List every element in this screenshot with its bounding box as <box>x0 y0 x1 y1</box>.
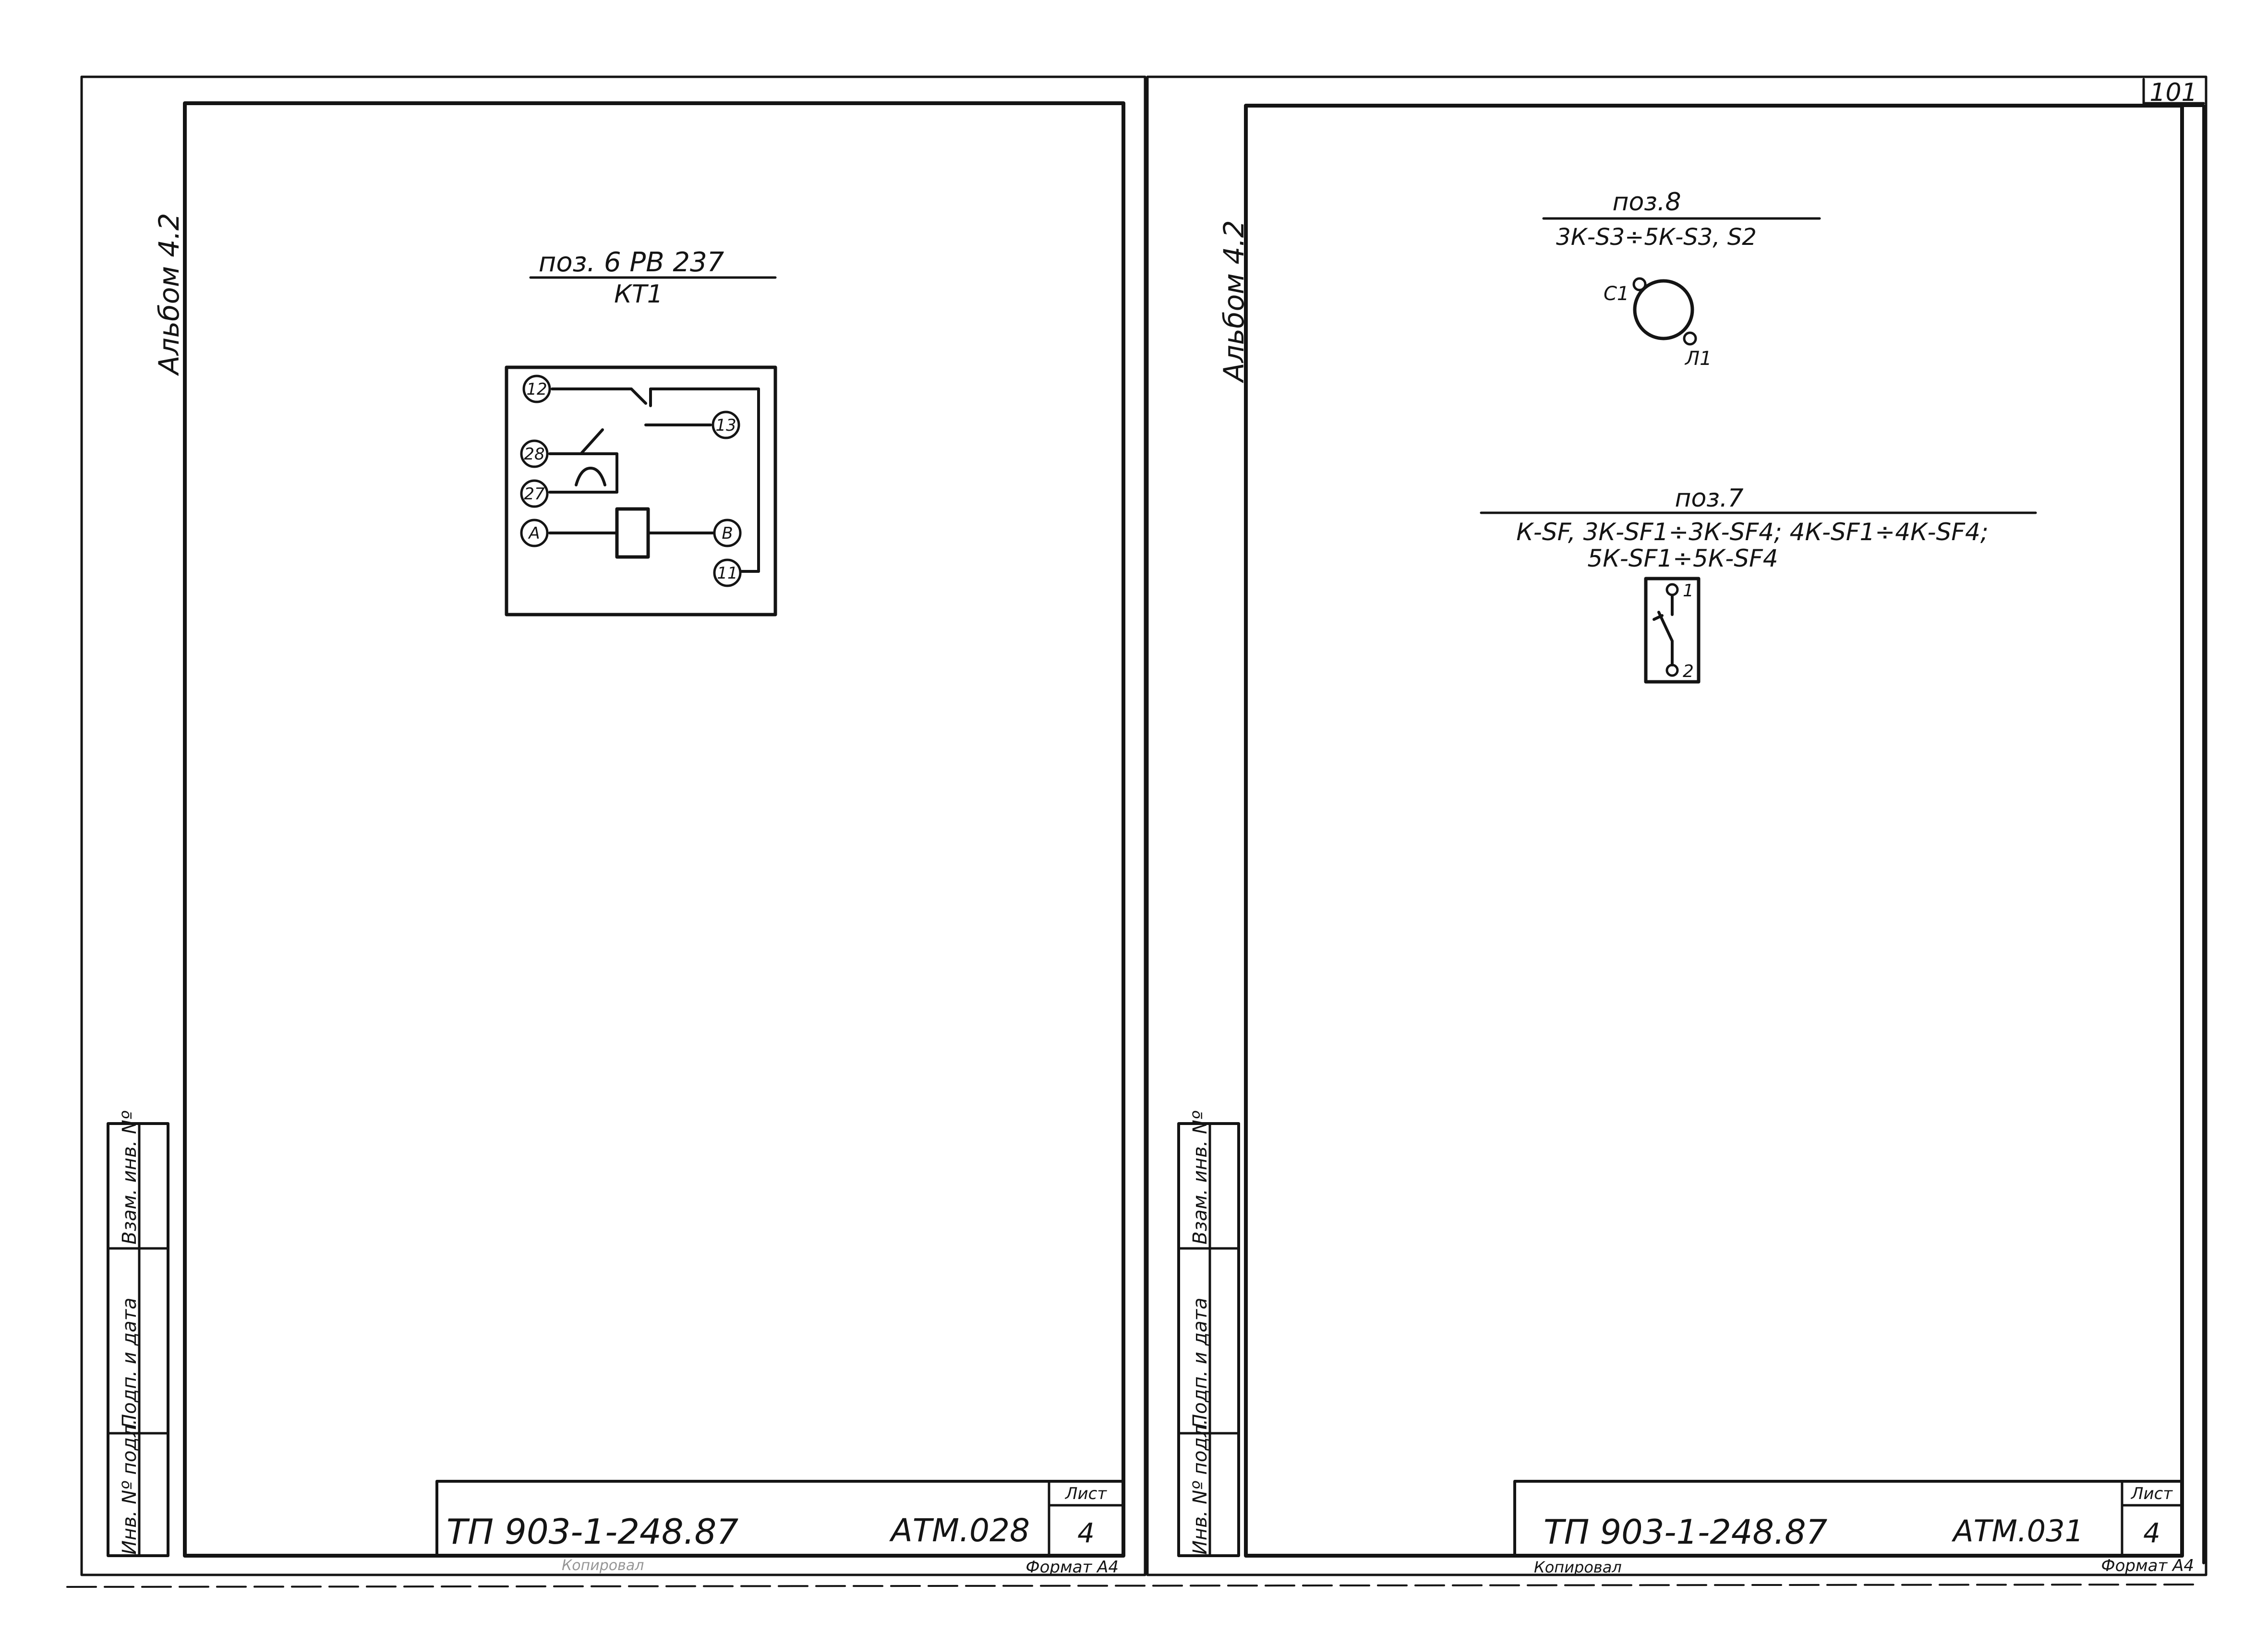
left-footer-left: Копировал <box>562 1557 644 1574</box>
relay-terminal-a: А <box>520 519 549 547</box>
left-sheet-no: 4 <box>1077 1518 1095 1549</box>
svg-text:В: В <box>722 524 733 543</box>
right-title-block: ТП 903-1-248.87 АТМ.031 Лист 4 Копировал… <box>1513 1480 2194 1576</box>
left-footer-right: Формат А4 <box>1025 1558 1119 1577</box>
breaker-terminal-2 <box>1665 664 1679 677</box>
relay-terminal-27: 27 <box>520 479 549 508</box>
item7-title: поз.7 <box>1675 484 1743 513</box>
right-stamp-col-2: Подп. и дата <box>1189 1298 1211 1428</box>
svg-text:28: 28 <box>524 445 544 464</box>
svg-text:12: 12 <box>526 380 547 399</box>
right-doc-code: ТП 903-1-248.87 <box>1544 1512 1827 1552</box>
svg-text:11: 11 <box>717 564 737 583</box>
relay-diagram: 12 13 28 27 А В <box>505 365 777 617</box>
selector-switch: С1 Л1 <box>1604 277 1712 370</box>
relay-box <box>505 365 777 617</box>
svg-text:27: 27 <box>524 484 545 504</box>
left-stamp-col-2: Подп. и дата <box>119 1298 141 1428</box>
item8-title: поз.8 <box>1612 188 1681 217</box>
left-item-title: поз. 6 РВ 237 <box>539 247 724 278</box>
svg-text:13: 13 <box>715 416 736 435</box>
right-stamp-col-3: Взам. инв. Nº <box>1189 1111 1211 1245</box>
left-stamp-col-3: Взам. инв. Nº <box>119 1111 141 1245</box>
item8-ref: 3К-S3÷5К-S3, S2 <box>1556 224 1757 251</box>
right-frame-edge <box>2181 104 2205 1564</box>
left-doc-code: ТП 903-1-248.87 <box>446 1512 738 1552</box>
switch-terminal-c1 <box>1632 277 1647 291</box>
left-item-ref: КТ1 <box>614 280 663 309</box>
right-sheet-label: Лист <box>2130 1484 2173 1503</box>
right-sheet-code: АТМ.031 <box>1951 1513 2084 1548</box>
left-inner-frame <box>183 101 1125 1558</box>
right-side-stamp: Инв. Nº подл. Подп. и дата Взам. инв. Nº <box>1177 1111 1240 1557</box>
relay-terminal-13: 13 <box>712 411 740 439</box>
breaker-terminal-1 <box>1665 583 1679 596</box>
breaker-label-1: 1 <box>1683 581 1694 601</box>
right-outer-border <box>1146 75 2208 1576</box>
relay-coil <box>615 507 650 559</box>
left-title-block: ТП 903-1-248.87 АТМ.028 Лист 4 Копировал… <box>435 1480 1125 1577</box>
page-number: 101 <box>2149 78 2197 107</box>
item7-ref-line2: 5К-SF1÷5К-SF4 <box>1587 544 1778 572</box>
breaker-box <box>1644 577 1701 684</box>
item7-ref-line1: К-SF, 3К-SF1÷3К-SF4; 4К-SF1÷4К-SF4; <box>1516 518 1988 546</box>
breaker-label-2: 2 <box>1683 662 1694 681</box>
breaker-latch <box>1653 614 1664 621</box>
left-outer-border <box>80 75 1146 1576</box>
left-stamp-col-1: Инв. Nº подл. <box>119 1419 141 1555</box>
right-sheet-no: 4 <box>2143 1518 2160 1549</box>
page-number-box: 101 <box>2142 78 2205 107</box>
relay-terminal-11: 11 <box>713 558 742 587</box>
switch-label-c1: С1 <box>1604 283 1629 305</box>
scan-edge-line <box>66 1584 2202 1588</box>
relay-terminal-28: 28 <box>520 439 549 468</box>
relay-contact-arc <box>575 467 606 486</box>
switch-body <box>1633 279 1694 340</box>
svg-text:А: А <box>528 524 540 543</box>
circuit-breaker: 1 2 <box>1644 577 1701 684</box>
left-sheet-label: Лист <box>1064 1484 1107 1503</box>
relay-contact-blade <box>630 387 647 405</box>
right-sheet: 101 Альбом 4.2 поз.8 3К-S3÷5К-S3, S2 С1 … <box>1146 75 2208 1576</box>
relay-terminal-12: 12 <box>522 375 551 403</box>
relay-contact-blade <box>579 428 604 455</box>
right-album-label: Альбом 4.2 <box>1218 220 1250 384</box>
left-side-stamp: Инв. Nº подл. Подп. и дата Взам. инв. Nº <box>107 1111 169 1557</box>
right-footer-left: Копировал <box>1534 1558 1622 1576</box>
right-inner-frame <box>1244 104 2184 1558</box>
right-stamp-col-1: Инв. Nº подл. <box>1189 1419 1211 1555</box>
left-sheet-code: АТМ.028 <box>889 1512 1030 1549</box>
relay-terminal-b: В <box>713 519 742 547</box>
left-album-label: Альбом 4.2 <box>153 213 185 376</box>
left-sheet: Альбом 4.2 поз. 6 РВ 237 КТ1 <box>80 75 1146 1577</box>
right-footer-right: Формат А4 <box>2101 1556 2194 1575</box>
switch-terminal-l1 <box>1683 331 1697 346</box>
switch-label-l1: Л1 <box>1684 348 1712 370</box>
